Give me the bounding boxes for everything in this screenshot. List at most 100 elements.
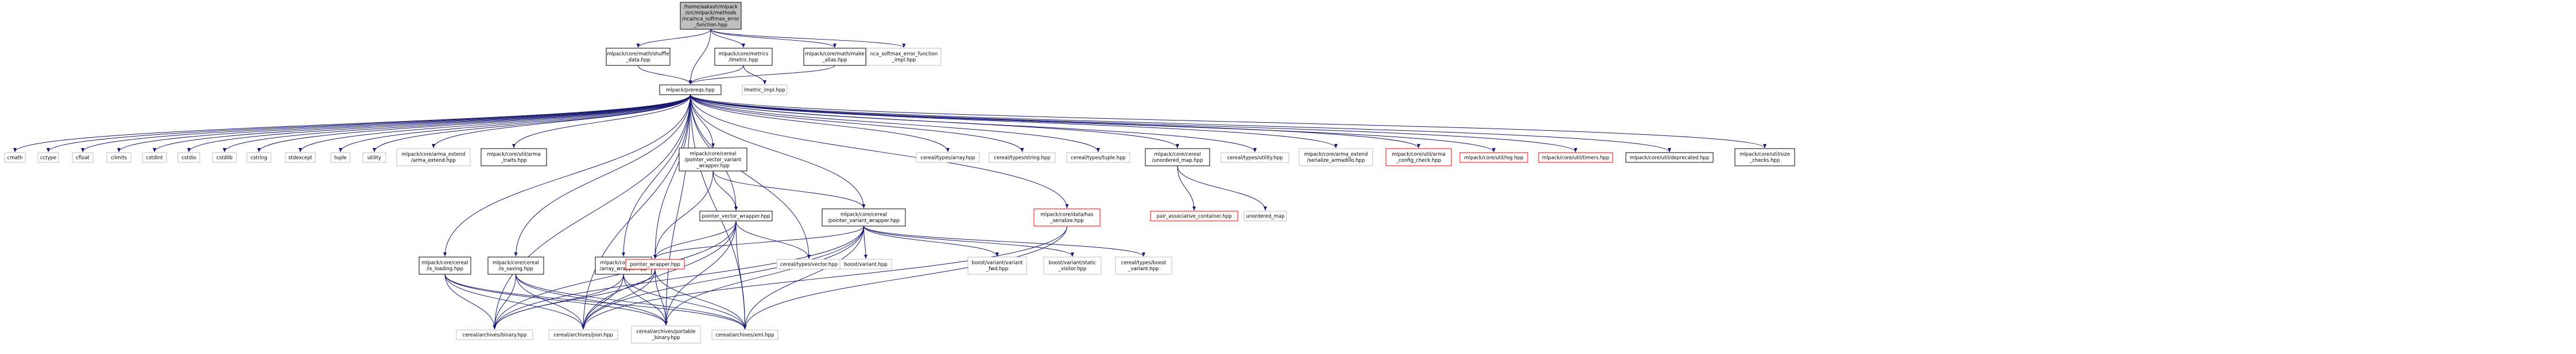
node-ptr_vec_wrapper[interactable]: pointer_vector_wrapper.hpp	[699, 211, 773, 221]
node-label-line: /array_wrapper.hpp	[600, 266, 648, 272]
edge-is_loading-to-json	[444, 274, 585, 330]
node-box	[212, 152, 237, 163]
node-box	[625, 259, 685, 270]
edge-root-to-make_alias	[710, 29, 836, 48]
node-arma_config[interactable]: mlpack/core/util/arma_config_check.hpp	[1385, 148, 1452, 166]
edge-prereqs-to-arma_extend	[432, 94, 691, 149]
edge-ptr_variant-to-xml	[743, 225, 864, 330]
node-box	[822, 208, 906, 227]
edge-prereqs-to-arma_traits	[512, 94, 691, 149]
node-boost_variant: boost/variant.hpp	[839, 259, 892, 270]
edge-prereqs-to-cereal_vector	[690, 94, 811, 259]
node-label-line: _fwd.hpp	[986, 266, 1008, 272]
edge-prereqs-to-climits	[117, 94, 691, 153]
node-cstdlib: cstdlib	[212, 152, 237, 163]
node-box	[4, 152, 26, 163]
node-is_loading[interactable]: mlpack/core/cereal/is_loading.hpp	[419, 256, 471, 275]
node-label-line: _traits.hpp	[500, 158, 526, 164]
node-shuffle[interactable]: mlpack/core/math/shuffle_data.hpp	[606, 48, 671, 66]
edge-prereqs-to-cstdlib	[223, 94, 691, 153]
node-label-line: mlpack/core/util/timers.hpp	[1542, 155, 1609, 161]
node-label-line: cctype	[40, 155, 56, 161]
node-ptr_variant[interactable]: mlpack/core/cereal/pointer_variant_wrapp…	[822, 208, 906, 227]
edge-ptr_vec_wrapper-to-xml	[735, 220, 747, 330]
edge-prereqs-to-cfloat	[81, 94, 691, 153]
edge-root-to-nca_impl	[710, 29, 906, 48]
node-deprecated[interactable]: mlpack/core/util/deprecated.hpp	[1625, 152, 1714, 163]
node-lmetric_impl: lmetric_impl.hpp	[742, 84, 788, 95]
node-prereqs[interactable]: mlpack/prereqs.hpp	[659, 84, 722, 95]
node-box	[456, 329, 533, 340]
node-box	[680, 2, 742, 30]
node-arma_traits[interactable]: mlpack/core/util/arma_traits.hpp	[481, 148, 547, 166]
edge-prereqs-to-has_serialize	[690, 94, 1069, 209]
node-label-line: cstdint	[146, 155, 164, 161]
node-cereal_array: cereal/types/array.hpp	[916, 152, 980, 163]
edge-prereqs-to-cstring	[257, 94, 691, 153]
node-pointer_wrapper[interactable]: pointer_wrapper.hpp	[625, 259, 685, 270]
node-box	[487, 256, 544, 275]
edge-is_saving-to-portable_binary	[516, 274, 668, 326]
node-box	[330, 152, 351, 163]
node-box	[989, 152, 1056, 163]
node-box	[699, 211, 773, 221]
node-cereal_vector: cereal/types/vector.hpp	[776, 259, 842, 270]
edge-pointer_wrapper-to-xml	[654, 269, 747, 330]
node-metric[interactable]: mlpack/core/metrics/lmetric.hpp	[714, 48, 773, 66]
node-binary: cereal/archives/binary.hpp	[456, 329, 533, 340]
node-label-line: /pointer_variant_wrapper.hpp	[828, 218, 900, 224]
edge-prereqs-to-cereal_utility	[690, 94, 1257, 153]
node-label-line: mlpack/core/util/size	[1740, 152, 1790, 158]
node-label-line: _impl.hpp	[892, 57, 916, 63]
node-box	[1385, 148, 1452, 166]
node-box	[1066, 152, 1130, 163]
node-label-line: pointer_wrapper.hpp	[630, 262, 680, 267]
node-timers[interactable]: mlpack/core/util/timers.hpp	[1538, 152, 1613, 163]
node-box	[1150, 211, 1238, 221]
node-box	[916, 152, 980, 163]
node-label-line: mlpack/core/util/arma	[487, 152, 540, 158]
node-label-line: _binary.hpp	[652, 335, 680, 341]
edge-prereqs-to-serialize_armadillo	[690, 94, 1338, 149]
edge-ptr_vec_wrapper-to-binary	[493, 220, 737, 330]
node-label-line: cereal/types/boost	[1121, 260, 1167, 266]
node-stdexcept: stdexcept	[285, 152, 316, 163]
edge-root-to-metric	[710, 29, 745, 48]
node-has_serialize[interactable]: mlpack/core/data/has_serialize.hpp	[1033, 208, 1101, 227]
node-label-line: unordered_map	[1246, 213, 1284, 219]
edge-is_loading-to-xml	[444, 274, 747, 330]
node-is_saving[interactable]: mlpack/core/cereal/is_saving.hpp	[487, 256, 544, 275]
node-label-line: cereal/archives/portable	[637, 329, 696, 335]
node-box	[659, 84, 722, 95]
node-label-line: /serialize_armadillo.hpp	[1307, 158, 1365, 164]
node-label-line: mlpack/core/data/has	[1040, 212, 1094, 218]
node-label-line: cereal/types/utility.hpp	[1227, 155, 1283, 161]
edge-ptr_vec_wrapper-to-pointer_wrapper	[653, 220, 737, 259]
node-size_checks[interactable]: mlpack/core/util/size_checks.hpp	[1734, 148, 1795, 166]
node-label-line: cereal/types/vector.hpp	[780, 262, 838, 267]
node-box	[481, 148, 547, 166]
node-box	[419, 256, 471, 275]
edge-is_saving-to-xml	[516, 274, 747, 330]
node-cstdint: cstdint	[142, 152, 167, 163]
node-cstring: cstring	[246, 152, 272, 163]
node-box	[839, 259, 892, 270]
node-label-line: /arma_extend.hpp	[411, 158, 456, 164]
node-unordered_map_std: unordered_map	[1244, 211, 1287, 221]
node-box	[362, 152, 386, 163]
node-label-line: cereal/types/array.hpp	[920, 155, 975, 161]
edge-unordered_map-to-unordered_map_std	[1177, 165, 1267, 211]
node-log[interactable]: mlpack/core/util/log.hpp	[1459, 152, 1528, 163]
node-box	[714, 48, 773, 66]
node-box	[1625, 152, 1714, 163]
edge-ptr_variant-to-cereal_boost_variant	[863, 225, 1145, 257]
edge-is_loading-to-binary	[444, 274, 497, 330]
node-pair_assoc[interactable]: pair_associative_container.hpp	[1150, 211, 1238, 221]
edge-ptr_vec_variant-to-ptr_variant	[712, 170, 866, 209]
node-box	[72, 152, 94, 163]
node-ptr_vec_variant[interactable]: mlpack/core/cereal/pointer_vector_varian…	[679, 147, 747, 172]
node-root[interactable]: /home/aakash/mlpack/src/mlpack/methods/n…	[680, 2, 742, 30]
node-unordered_map[interactable]: mlpack/core/cereal/unordered_map.hpp	[1145, 148, 1210, 166]
node-make_alias[interactable]: mlpack/core/math/make_alias.hpp	[803, 48, 866, 66]
